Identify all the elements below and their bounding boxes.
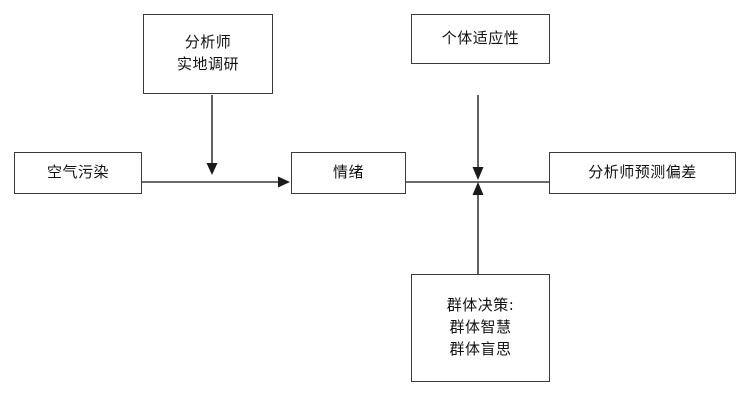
node-emotion[interactable]: 情绪 [291,152,406,194]
edge-individual-adaptability-down [466,95,490,180]
node-air-pollution[interactable]: 空气污染 [14,152,142,194]
node-group-decision[interactable]: 群体决策: 群体智慧 群体盲思 [411,274,550,382]
node-analyst-forecast-bias[interactable]: 分析师预测偏差 [549,152,736,194]
node-analyst-field-research-label: 分析师 实地调研 [176,33,239,73]
edge-analyst-field-research-down [200,95,224,175]
node-group-decision-label: 群体决策: 群体智慧 群体盲思 [446,296,515,358]
edge-air-pollution-to-emotion [140,170,290,194]
node-individual-adaptability[interactable]: 个体适应性 [411,14,550,64]
node-analyst-forecast-bias-label: 分析师预测偏差 [588,163,697,182]
node-analyst-field-research[interactable]: 分析师 实地调研 [143,14,273,94]
edge-group-decision-up [466,182,490,275]
node-emotion-label: 情绪 [332,163,364,182]
node-individual-adaptability-label: 个体适应性 [441,29,520,48]
node-air-pollution-label: 空气污染 [46,163,109,182]
